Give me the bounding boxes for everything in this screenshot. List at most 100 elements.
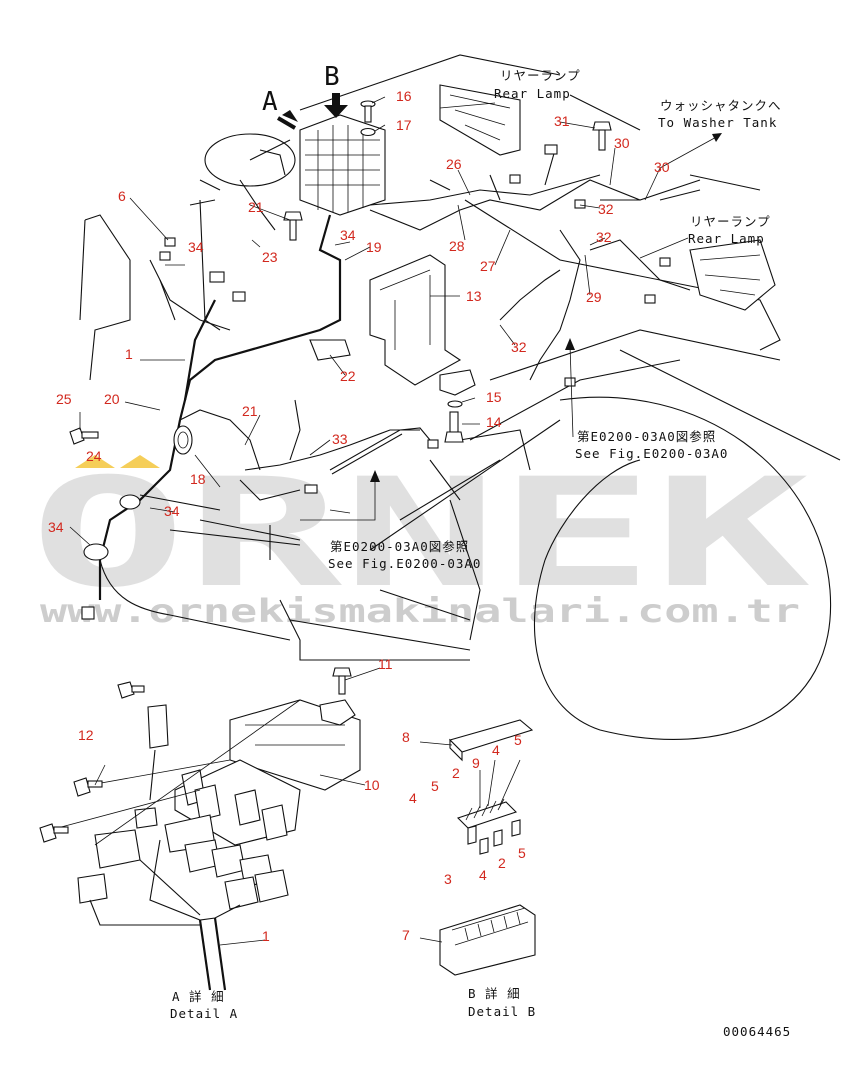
see-fig-label-jp: 第E0200-03A0図参照 xyxy=(577,429,716,444)
callout-28: 28 xyxy=(449,238,465,254)
watermark-url: www.ornekismakinalari.com.tr xyxy=(40,592,800,630)
bolt-11 xyxy=(332,667,352,695)
connector xyxy=(509,174,521,184)
rear-lamp-right xyxy=(439,84,521,156)
callout-29: 29 xyxy=(586,289,602,305)
connector xyxy=(544,144,558,155)
cable-33 xyxy=(329,427,431,471)
callout-24: 24 xyxy=(86,448,102,464)
bolt-16 xyxy=(360,100,376,123)
rear-lamp-left xyxy=(689,239,776,311)
callout-5c: 5 xyxy=(518,845,526,861)
bolt-12 xyxy=(73,777,103,797)
callout-1: 1 xyxy=(125,346,133,362)
bolt-21 xyxy=(283,211,303,241)
washer-label-jp: ウォッシャタンクへ xyxy=(660,98,782,113)
rear-lamp-label-en-2: Rear Lamp xyxy=(688,231,765,246)
callout-27: 27 xyxy=(480,258,496,274)
callout-32b: 32 xyxy=(596,229,612,245)
rear-lamp-label-jp: リヤーランプ xyxy=(500,68,581,83)
rear-lamp-label-jp-2: リヤーランプ xyxy=(690,214,771,229)
callout-34d: 34 xyxy=(48,519,64,535)
detail-a-label-en: Detail A xyxy=(170,1006,238,1021)
callout-17: 17 xyxy=(396,117,412,133)
callout-34b: 34 xyxy=(340,227,356,243)
see-fig-label-en-2: See Fig.E0200-03A0 xyxy=(328,556,481,571)
callout-4b: 4 xyxy=(409,790,417,806)
detail-b-assembly xyxy=(439,719,536,976)
callout-30b: 30 xyxy=(654,159,670,175)
connector xyxy=(564,377,576,387)
callout-21b: 21 xyxy=(242,403,258,419)
callout-2b: 2 xyxy=(498,855,506,871)
callout-8: 8 xyxy=(402,729,410,745)
callout-3: 3 xyxy=(444,871,452,887)
connector xyxy=(644,294,656,304)
callout-2: 2 xyxy=(452,765,460,781)
callout-13: 13 xyxy=(466,288,482,304)
see-fig-label-en: See Fig.E0200-03A0 xyxy=(575,446,728,461)
callout-1b: 1 xyxy=(262,928,270,944)
detail-a-label-jp: A 詳 細 xyxy=(172,989,225,1004)
detail-b-label-en: Detail B xyxy=(468,1004,536,1019)
view-label-b: B xyxy=(324,62,340,92)
callout-31: 31 xyxy=(554,113,570,129)
washer-15 xyxy=(439,369,476,408)
callout-11: 11 xyxy=(378,656,393,672)
callout-5b: 5 xyxy=(431,778,439,794)
callout-18: 18 xyxy=(190,471,206,487)
bolt-31 xyxy=(592,121,612,151)
callout-30: 30 xyxy=(614,135,630,151)
callout-7: 7 xyxy=(402,927,410,943)
callout-15: 15 xyxy=(486,389,502,405)
watermark-brand: ORNEK xyxy=(30,447,810,621)
clamp-34 xyxy=(83,494,141,561)
bracket-22 xyxy=(309,339,351,361)
callout-5: 5 xyxy=(514,732,522,748)
connector xyxy=(209,271,225,283)
callout-10: 10 xyxy=(364,777,380,793)
bolt-14 xyxy=(444,411,464,443)
callout-4: 4 xyxy=(492,742,500,758)
view-arrow-a: A xyxy=(262,87,298,130)
callout-12: 12 xyxy=(78,727,94,743)
callout-23: 23 xyxy=(262,249,278,265)
view-label-a: A xyxy=(262,87,278,117)
bolt-25 xyxy=(69,427,99,445)
callout-34: 34 xyxy=(188,239,204,255)
callout-16: 16 xyxy=(396,88,412,104)
callout-32: 32 xyxy=(598,201,614,217)
connector xyxy=(659,257,671,267)
connector xyxy=(164,237,176,247)
main-harness xyxy=(98,149,701,600)
callout-leaders xyxy=(69,96,661,946)
detail-b-label-jp: B 詳 細 xyxy=(468,986,521,1001)
callout-34c: 34 xyxy=(164,503,180,519)
connector xyxy=(159,251,171,261)
callout-25: 25 xyxy=(56,391,72,407)
callout-numbers: 16 17 6 21 34 23 34 19 13 1 22 25 20 15 … xyxy=(48,88,670,944)
watermark-accent-icon xyxy=(75,455,160,468)
callout-21: 21 xyxy=(248,199,264,215)
bracket-13 xyxy=(369,254,462,386)
callout-19: 19 xyxy=(366,239,382,255)
text-labels: リヤーランプ Rear Lamp ウォッシャタンクへ To Washer Tan… xyxy=(170,68,791,1039)
view-arrow-b: B xyxy=(324,62,348,118)
cable-33b xyxy=(331,433,403,475)
reference-leaders xyxy=(300,102,722,521)
callout-32c: 32 xyxy=(511,339,527,355)
drawing-number: 00064465 xyxy=(723,1024,791,1039)
callout-4c: 4 xyxy=(479,867,487,883)
connector xyxy=(232,291,246,302)
machine-outline xyxy=(79,54,841,740)
connector xyxy=(81,606,95,620)
connector xyxy=(427,439,439,449)
bolt-detail-a-top xyxy=(117,681,145,699)
connector xyxy=(304,484,318,494)
rear-lamp-label-en: Rear Lamp xyxy=(494,86,571,101)
callout-6: 6 xyxy=(118,188,126,204)
watermark: ORNEK www.ornekismakinalari.com.tr xyxy=(30,447,810,630)
bolt-detail-a-left xyxy=(39,823,69,843)
